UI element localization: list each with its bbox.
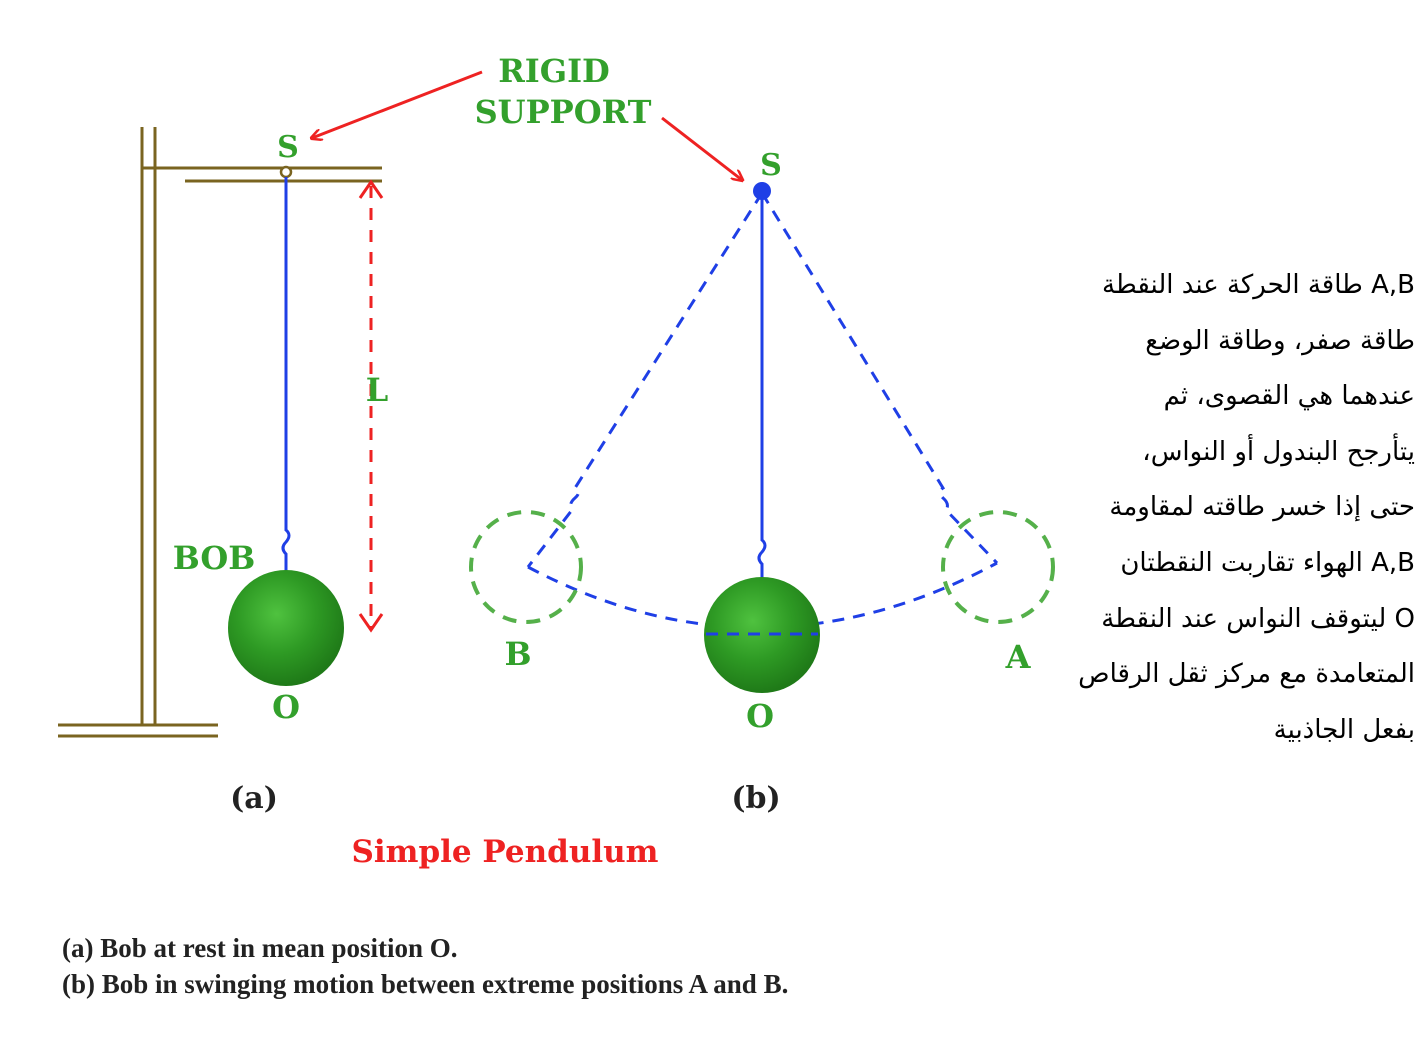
length-label: L <box>366 371 389 409</box>
pivot-left <box>279 165 293 179</box>
pivot-right <box>753 182 771 200</box>
arabic-line: طاقة صفر، وطاقة الوضع <box>1145 325 1415 356</box>
length-arrowhead-top <box>358 179 384 199</box>
string-left <box>281 177 291 572</box>
string-to-b <box>526 192 764 568</box>
stand-frame <box>58 127 382 738</box>
rigid-label-line1: RIGID <box>498 52 610 90</box>
arabic-line: المتعامدة مع مركز ثقل الرقاص <box>1078 659 1415 690</box>
string-to-a <box>760 192 999 565</box>
string-right <box>757 193 767 580</box>
arabic-line: حتى إذا خسر طاقته لمقاومة <box>1109 492 1415 523</box>
arabic-explanation: A,B طاقة الحركة عند النقطة طاقة صفر، وطا… <box>1030 258 1415 758</box>
arabic-line: A,B الهواء تقاربت النقطتان <box>1120 547 1415 578</box>
arabic-line: يتأرجح البندول أو النواس، <box>1142 436 1415 467</box>
figure-caption: (a) Bob at rest in mean position O. (b) … <box>62 930 788 1002</box>
figure-b-label: (b) <box>731 781 780 816</box>
a-label: A <box>1005 638 1032 676</box>
rigid-label-line2: SUPPORT <box>475 93 652 131</box>
b-label: B <box>504 635 531 673</box>
s-label-left: S <box>277 130 299 165</box>
arabic-line: O ليتوقف النواس عند النقطة <box>1101 603 1415 634</box>
s-label-right: S <box>760 148 782 183</box>
bob-left <box>228 570 344 686</box>
arabic-line: عندهما هي القصوى، ثم <box>1163 381 1415 412</box>
support-arrow-left <box>312 70 483 138</box>
length-arrowhead-bottom <box>358 613 384 633</box>
support-arrow-right <box>661 116 742 180</box>
o-label-right: O <box>746 697 774 735</box>
caption-line-b: (b) Bob in swinging motion between extre… <box>62 969 789 999</box>
bob-outline-b <box>469 510 583 624</box>
caption-line-a: (a) Bob at rest in mean position O. <box>62 933 458 963</box>
arabic-line: A,B طاقة الحركة عند النقطة <box>1102 270 1415 300</box>
swing-arc <box>527 561 998 629</box>
diagram-title: Simple Pendulum <box>351 834 658 870</box>
bob-outline-a <box>941 510 1055 624</box>
o-label-left: O <box>272 688 300 726</box>
bob-label: BOB <box>173 539 256 577</box>
figure-a-label: (a) <box>230 781 278 816</box>
arabic-line: بفعل الجاذبية <box>1273 714 1415 745</box>
bob-right <box>704 577 820 693</box>
